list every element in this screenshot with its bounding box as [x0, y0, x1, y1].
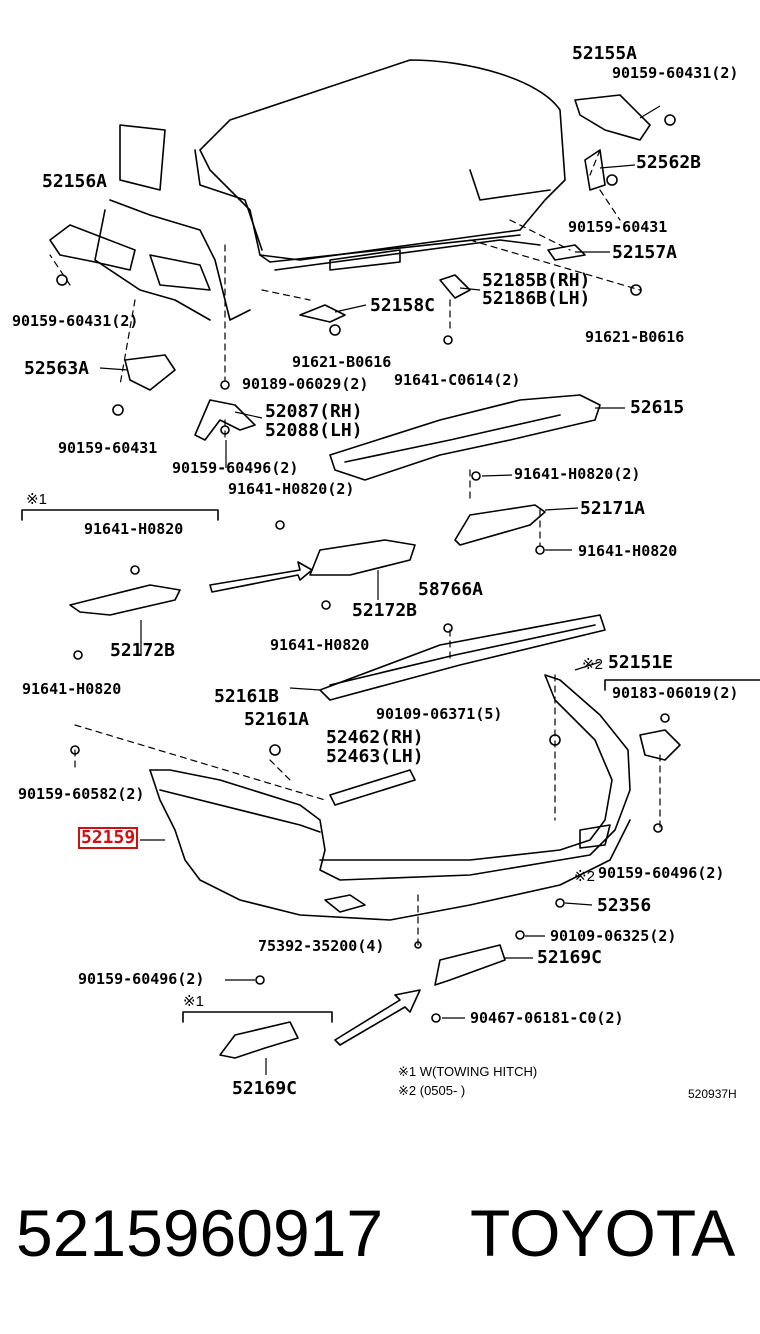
label-90159-60582-2[interactable]: 90159-60582(2) — [18, 785, 145, 803]
label-91641-H0820-right[interactable]: 91641-H0820 — [578, 542, 678, 560]
label-52463[interactable]: 52463(LH) — [326, 746, 424, 767]
label-52158C[interactable]: 52158C — [370, 295, 436, 316]
label-91621-B0616-mid[interactable]: 91621-B0616 — [292, 353, 392, 371]
label-52356[interactable]: 52356 — [597, 895, 652, 916]
label-91641-H0820-2-right[interactable]: 91641-H0820(2) — [514, 465, 641, 483]
label-52088[interactable]: 52088(LH) — [265, 420, 363, 441]
note-mark-1-bottom: ※1 — [183, 993, 204, 1010]
label-90159-60496-2-c[interactable]: 90159-60496(2) — [78, 970, 205, 988]
figure-code: 520937H — [688, 1087, 737, 1101]
label-52155A[interactable]: 52155A — [572, 43, 638, 64]
note-mark-2-60496: ※2 — [574, 868, 595, 885]
label-91641-H0820-left[interactable]: 91641-H0820 — [84, 520, 184, 538]
note-mark-2-52151E: ※2 — [582, 656, 603, 673]
label-58766A[interactable]: 58766A — [418, 579, 484, 600]
label-52156A[interactable]: 52156A — [42, 171, 108, 192]
label-90159-60431-2-top[interactable]: 90159-60431(2) — [612, 64, 739, 82]
label-52186B[interactable]: 52186B(LH) — [482, 288, 591, 309]
label-52462[interactable]: 52462(RH) — [326, 727, 424, 748]
note-line-2: ※2 (0505- ) — [398, 1083, 466, 1098]
label-52159-highlighted[interactable]: 52159 — [77, 827, 139, 849]
note-line-1: ※1 W(TOWING HITCH) — [398, 1064, 538, 1079]
label-91641-H0820-2-mid[interactable]: 91641-H0820(2) — [228, 480, 355, 498]
footer-part-number: 5215960917 — [16, 1196, 384, 1270]
footer-brand: TOYOTA — [470, 1196, 736, 1270]
label-52185B[interactable]: 52185B(RH) — [482, 270, 591, 291]
label-52172B-left[interactable]: 52172B — [110, 640, 176, 661]
label-52562B[interactable]: 52562B — [636, 152, 702, 173]
label-90109-06371-5[interactable]: 90109-06371(5) — [376, 705, 503, 723]
label-90159-60431-right[interactable]: 90159-60431 — [568, 218, 668, 236]
label-90159-60496-2-b[interactable]: 90159-60496(2) — [598, 864, 725, 882]
label-91641-C0614-2[interactable]: 91641-C0614(2) — [394, 371, 521, 389]
label-90183-06019-2[interactable]: 90183-06019(2) — [612, 684, 739, 702]
label-52151E[interactable]: 52151E — [608, 652, 674, 673]
label-90159-60431-2-left[interactable]: 90159-60431(2) — [12, 312, 139, 330]
label-52171A[interactable]: 52171A — [580, 498, 646, 519]
label-91641-H0820-lower[interactable]: 91641-H0820 — [22, 680, 122, 698]
label-52161A[interactable]: 52161A — [244, 709, 310, 730]
label-52172B-mid[interactable]: 52172B — [352, 600, 418, 621]
label-90467-06181-C0-2[interactable]: 90467-06181-C0(2) — [470, 1009, 624, 1027]
label-91621-B0616-right[interactable]: 91621-B0616 — [585, 328, 685, 346]
label-90159-60431-left[interactable]: 90159-60431 — [58, 439, 158, 457]
label-52563A[interactable]: 52563A — [24, 358, 90, 379]
label-52157A[interactable]: 52157A — [612, 242, 678, 263]
label-52169C-right[interactable]: 52169C — [537, 947, 603, 968]
note-mark-1-left: ※1 — [26, 491, 47, 508]
label-91641-H0820-mid[interactable]: 91641-H0820 — [270, 636, 370, 654]
label-52161B[interactable]: 52161B — [214, 686, 280, 707]
label-90159-60496-2-a[interactable]: 90159-60496(2) — [172, 459, 299, 477]
label-52087[interactable]: 52087(RH) — [265, 401, 363, 422]
label-52169C-bottom[interactable]: 52169C — [232, 1078, 298, 1099]
label-90109-06325-2[interactable]: 90109-06325(2) — [550, 927, 677, 945]
label-75392-35200-4[interactable]: 75392-35200(4) — [258, 937, 385, 955]
label-90189-06029-2[interactable]: 90189-06029(2) — [242, 375, 369, 393]
label-52615[interactable]: 52615 — [630, 397, 685, 418]
